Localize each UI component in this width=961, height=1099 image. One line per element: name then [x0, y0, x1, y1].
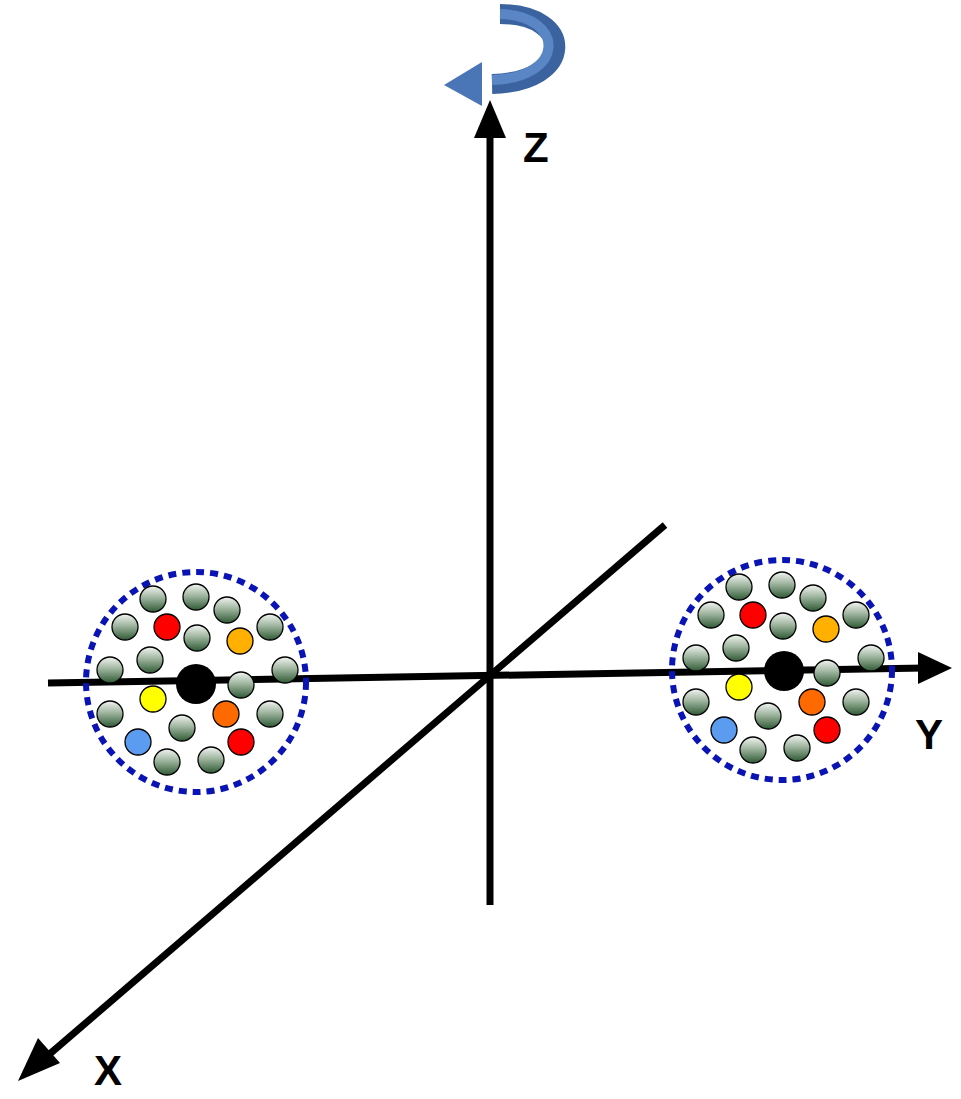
- axis-label: X: [94, 1050, 122, 1092]
- axis-label: Z: [523, 127, 549, 169]
- axis-label: Y: [915, 714, 943, 756]
